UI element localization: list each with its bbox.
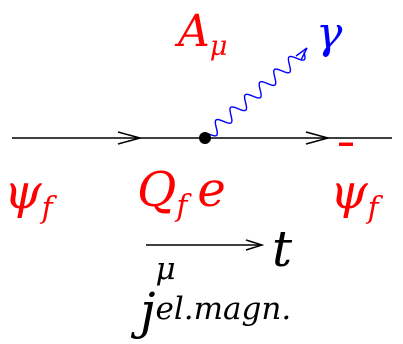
photon-label: γ [316, 8, 343, 59]
incoming-fermion-label: ψf [4, 164, 53, 226]
fermion-arrow-in [117, 131, 143, 145]
outgoing-fermion-label: ψ ¯ f [330, 134, 379, 226]
photon-wavy-line [208, 51, 306, 137]
gauge-field-label: Aμ [178, 6, 228, 62]
current-label: j μ el.magn. [140, 251, 292, 340]
fermion-arrow-out [305, 131, 331, 145]
time-arrow-head [245, 239, 265, 251]
photon-arrow [295, 47, 308, 61]
time-label: t [272, 220, 293, 278]
vertex-dot [199, 132, 211, 144]
